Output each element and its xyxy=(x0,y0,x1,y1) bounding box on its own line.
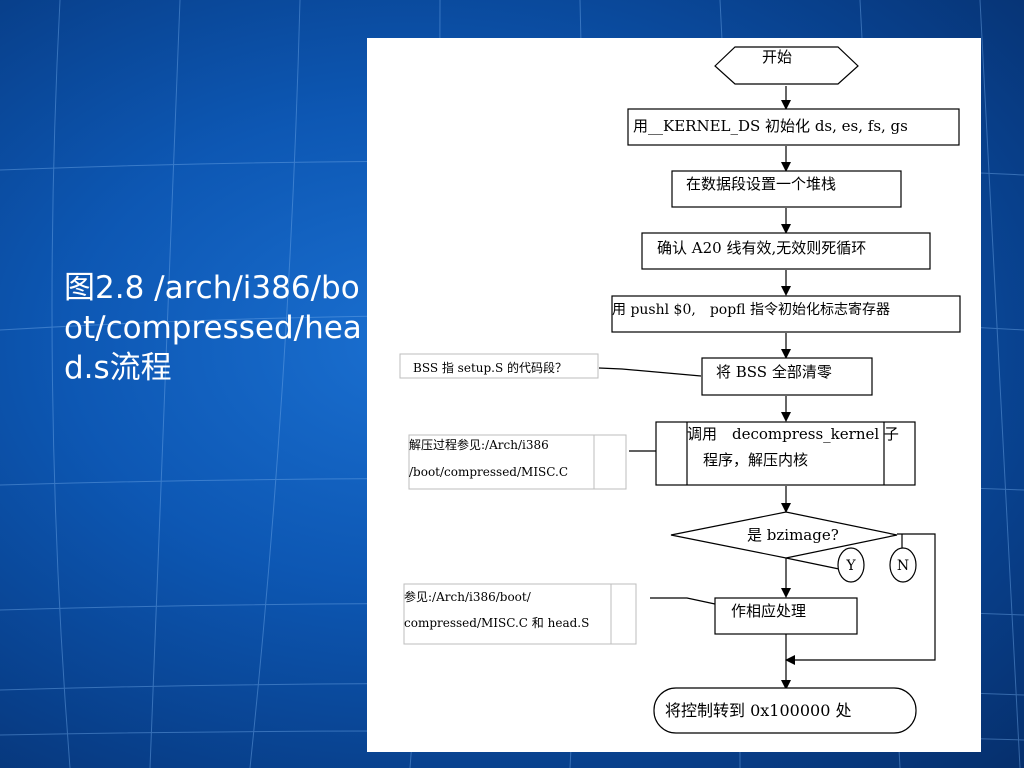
no-label: N xyxy=(897,558,909,574)
yes-branch-marker: Y xyxy=(837,547,865,583)
note-reference: 参见:/Arch/i386/boot/ compressed/MISC.C 和 … xyxy=(403,583,637,645)
step-handle: 作相应处理 xyxy=(714,597,858,635)
note-decompress: 解压过程参见:/Arch/i386 /boot/compressed/MISC.… xyxy=(408,434,627,490)
note-reference-line2: compressed/MISC.C 和 head.S xyxy=(404,616,589,630)
start-terminal: 开始 xyxy=(714,46,859,85)
step-handle-label: 作相应处理 xyxy=(731,602,806,620)
end-label: 将控制转到 0x100000 处 xyxy=(665,701,851,720)
note-bss-label: BSS 指 setup.S 的代码段？ xyxy=(413,360,567,375)
note-reference-line1: 参见:/Arch/i386/boot/ xyxy=(404,589,532,604)
step-init-flags-label: 用 pushl $0, popfl 指令初始化标志寄存器 xyxy=(612,301,890,318)
step-clear-bss: 将 BSS 全部清零 xyxy=(701,357,873,396)
step-decompress-kernel: 调用 decompress_kernel 子 程序，解压内核 xyxy=(655,421,916,486)
step-check-a20-label: 确认 A20 线有效,无效则死循环 xyxy=(657,239,866,257)
decision-is-bzimage: 是 bzimage? xyxy=(670,511,898,559)
end-terminal: 将控制转到 0x100000 处 xyxy=(653,687,917,734)
step-clear-bss-label: 将 BSS 全部清零 xyxy=(716,363,832,381)
yes-label: Y xyxy=(845,558,856,574)
flowchart: 开始 用__KERNEL_DS 初始化 ds, es, fs, gs 在数据段设… xyxy=(399,46,961,734)
step-check-a20: 确认 A20 线有效,无效则死循环 xyxy=(641,232,931,270)
step-decompress-kernel-line2: 程序，解压内核 xyxy=(703,451,808,469)
flowchart-panel: 开始 用__KERNEL_DS 初始化 ds, es, fs, gs 在数据段设… xyxy=(367,38,981,752)
start-label: 开始 xyxy=(762,48,792,66)
step-init-segments-label: 用__KERNEL_DS 初始化 ds, es, fs, gs xyxy=(633,117,908,135)
no-branch-marker: N xyxy=(889,547,917,583)
step-decompress-kernel-line1: 调用 decompress_kernel 子 xyxy=(687,425,899,443)
step-init-flags: 用 pushl $0, popfl 指令初始化标志寄存器 xyxy=(611,295,961,333)
note-decompress-line1: 解压过程参见:/Arch/i386 xyxy=(409,437,549,452)
note-bss: BSS 指 setup.S 的代码段？ xyxy=(399,353,599,379)
decision-label: 是 bzimage? xyxy=(747,526,839,544)
step-init-segments: 用__KERNEL_DS 初始化 ds, es, fs, gs xyxy=(627,108,960,146)
step-setup-stack: 在数据段设置一个堆栈 xyxy=(671,170,902,208)
step-setup-stack-label: 在数据段设置一个堆栈 xyxy=(686,175,836,193)
slide-title: 图2.8 /arch/i386/boot/compressed/head.s流程 xyxy=(64,270,362,386)
note-decompress-line2: /boot/compressed/MISC.C xyxy=(409,465,568,479)
